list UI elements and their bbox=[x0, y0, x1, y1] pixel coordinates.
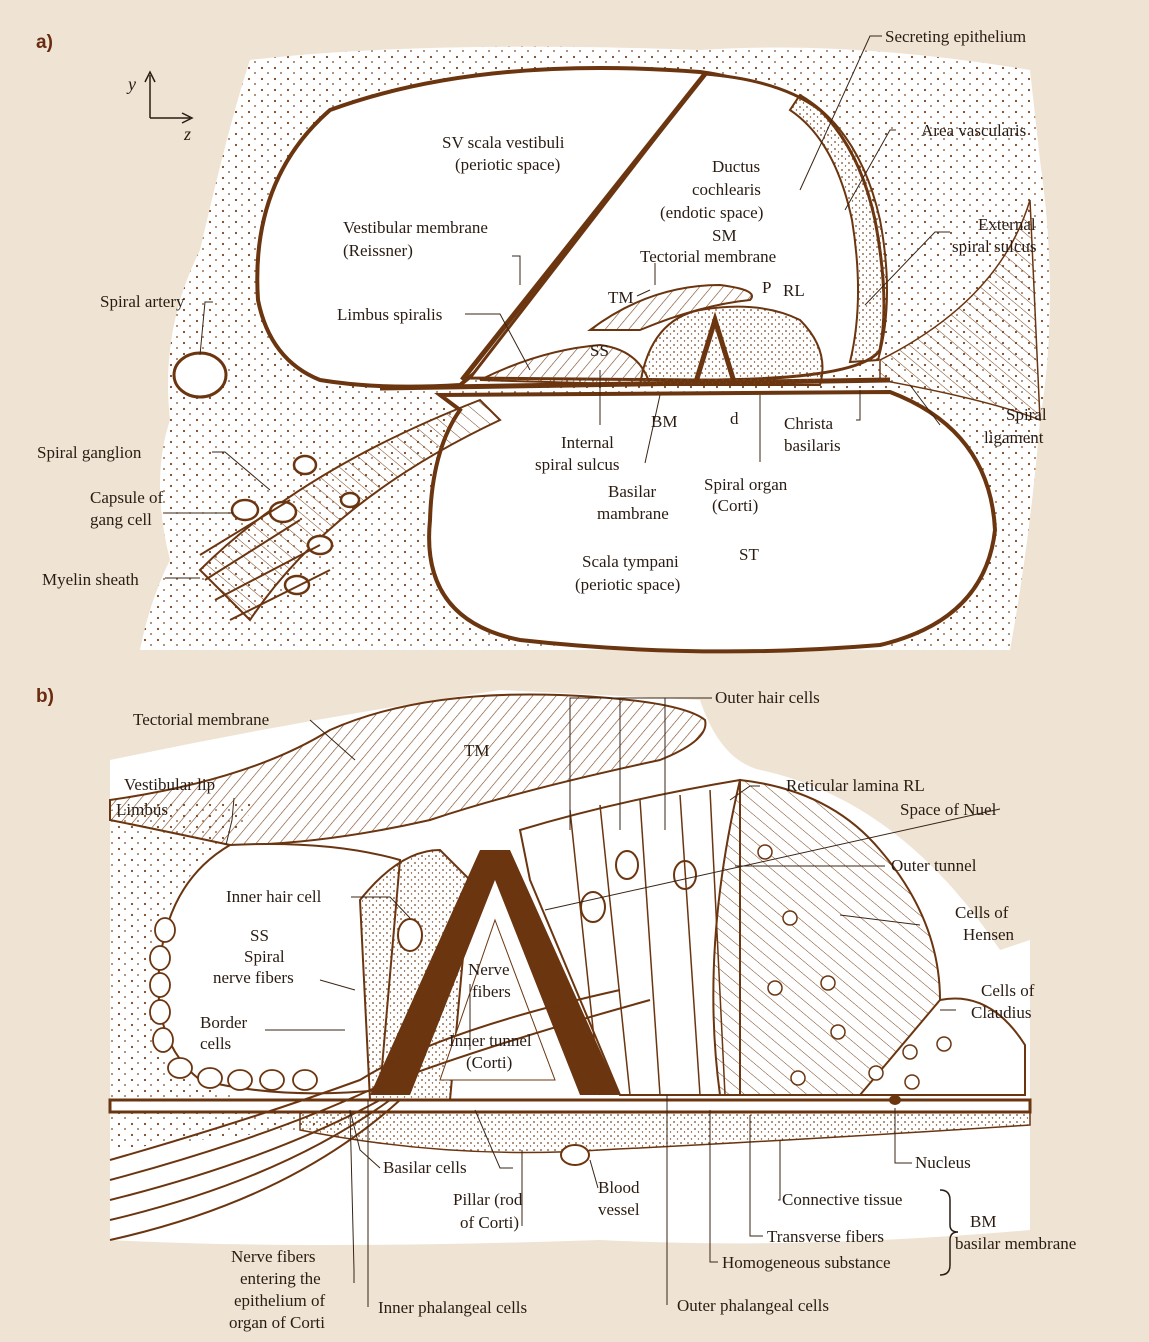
label-tectorial-membrane-a: Tectorial membrane bbox=[640, 247, 776, 266]
label-capsule-2: gang cell bbox=[90, 510, 152, 529]
label-ss-a: SS bbox=[590, 341, 609, 360]
label-spiral-ligament-1: Spiral bbox=[1006, 405, 1047, 424]
label-secreting-epithelium: Secreting epithelium bbox=[885, 27, 1026, 46]
label-sv-1: SV scala vestibuli bbox=[442, 133, 565, 152]
label-spiral-ligament-2: ligament bbox=[984, 428, 1044, 447]
label-bm-1: BM bbox=[970, 1212, 996, 1231]
label-scala-tympani-2: (periotic space) bbox=[575, 575, 680, 594]
label-scala-tympani-1: Scala tympani bbox=[582, 552, 679, 571]
label-organ-2: (Corti) bbox=[712, 496, 758, 515]
label-myelin-sheath: Myelin sheath bbox=[42, 570, 139, 589]
blood-vessel-shape bbox=[561, 1145, 589, 1165]
label-outer-tunnel: Outer tunnel bbox=[891, 856, 977, 875]
label-area-vascularis: Area vascularis bbox=[921, 121, 1026, 140]
label-p: P bbox=[762, 278, 771, 297]
label-st: ST bbox=[739, 545, 759, 564]
scala-tympani bbox=[429, 392, 995, 651]
panel-a: y z a) Secreting epithelium Area vascula… bbox=[6, 6, 1143, 656]
label-inner-phalangeal: Inner phalangeal cells bbox=[378, 1298, 527, 1317]
label-border-2: cells bbox=[200, 1034, 231, 1053]
label-entering-2: entering the bbox=[240, 1269, 321, 1288]
label-vestibular-1: Vestibular membrane bbox=[343, 218, 488, 237]
label-ss-2: Spiral bbox=[244, 947, 285, 966]
label-spiral-ganglion: Spiral ganglion bbox=[37, 443, 142, 462]
label-vestibular-2: (Reissner) bbox=[343, 241, 413, 260]
label-basilar-1: Basilar bbox=[608, 482, 656, 501]
label-internal-2: spiral sulcus bbox=[535, 455, 620, 474]
label-christa-1: Christa bbox=[784, 414, 834, 433]
label-nerve-fibers-1: Nerve bbox=[468, 960, 510, 979]
label-basilar-cells: Basilar cells bbox=[383, 1158, 467, 1177]
label-ductus-2: cochlearis bbox=[692, 180, 761, 199]
label-tm-a: TM bbox=[608, 288, 634, 307]
label-nucleus: Nucleus bbox=[915, 1153, 971, 1172]
label-limbus-spiralis: Limbus spiralis bbox=[337, 305, 442, 324]
inner-hair-cell bbox=[398, 919, 422, 951]
label-capsule-1: Capsule of bbox=[90, 488, 164, 507]
axis-y-label: y bbox=[126, 74, 136, 94]
label-border-1: Border bbox=[200, 1013, 248, 1032]
label-reticular-lamina: Reticular lamina RL bbox=[786, 776, 925, 795]
label-tm-b: TM bbox=[464, 741, 490, 760]
label-blood-1: Blood bbox=[598, 1178, 640, 1197]
label-ss-3: nerve fibers bbox=[213, 968, 294, 987]
label-outer-hair-cells: Outer hair cells bbox=[715, 688, 820, 707]
panel-a-tag: a) bbox=[36, 32, 53, 53]
label-inner-tunnel-1: Inner tunnel bbox=[449, 1031, 532, 1050]
label-sv-2: (periotic space) bbox=[455, 155, 560, 174]
nucleus-dot bbox=[889, 1095, 901, 1105]
label-pillar-1: Pillar (rod bbox=[453, 1190, 523, 1209]
label-ss-1: SS bbox=[250, 926, 269, 945]
label-ductus-3: (endotic space) bbox=[660, 203, 763, 222]
label-hensen-1: Cells of bbox=[955, 903, 1009, 922]
label-entering-4: organ of Corti bbox=[229, 1313, 325, 1332]
label-basilar-2: mambrane bbox=[597, 504, 669, 523]
label-ductus-1: Ductus bbox=[712, 157, 760, 176]
label-internal-1: Internal bbox=[561, 433, 614, 452]
label-bm-a: BM bbox=[651, 412, 677, 431]
label-christa-2: basilaris bbox=[784, 436, 841, 455]
label-bm-2: basilar membrane bbox=[955, 1234, 1076, 1253]
label-connective-tissue: Connective tissue bbox=[782, 1190, 902, 1209]
label-rl: RL bbox=[783, 281, 805, 300]
label-hensen-2: Hensen bbox=[963, 925, 1014, 944]
label-entering-1: Nerve fibers bbox=[231, 1247, 316, 1266]
label-nerve-fibers-2: fibers bbox=[472, 982, 511, 1001]
label-homogeneous-substance: Homogeneous substance bbox=[722, 1253, 891, 1272]
label-external-1: External bbox=[978, 215, 1036, 234]
label-inner-tunnel-2: (Corti) bbox=[466, 1053, 512, 1072]
label-sm: SM bbox=[712, 226, 737, 245]
label-spiral-artery: Spiral artery bbox=[100, 292, 185, 311]
label-external-2: spiral sulcus bbox=[952, 237, 1037, 256]
label-tectorial-membrane-b: Tectorial membrane bbox=[133, 710, 269, 729]
label-organ-1: Spiral organ bbox=[704, 475, 788, 494]
axis-z-label: z bbox=[183, 124, 191, 144]
label-space-of-nuel: Space of Nuel bbox=[900, 800, 997, 819]
label-claudius-1: Cells of bbox=[981, 981, 1035, 1000]
label-vestibular-lip: Vestibular lip bbox=[124, 775, 215, 794]
label-limbus: Limbus bbox=[116, 800, 168, 819]
label-d: d bbox=[730, 409, 739, 428]
label-outer-phalangeal: Outer phalangeal cells bbox=[677, 1296, 829, 1315]
label-transverse-fibers: Transverse fibers bbox=[767, 1227, 884, 1246]
label-pillar-2: of Corti) bbox=[460, 1213, 519, 1232]
panel-b: b) bbox=[6, 660, 1143, 1336]
label-entering-3: epithelium of bbox=[234, 1291, 325, 1310]
panel-b-tag: b) bbox=[36, 686, 54, 707]
label-claudius-2: Claudius bbox=[971, 1003, 1031, 1022]
label-inner-hair-cell: Inner hair cell bbox=[226, 887, 322, 906]
label-blood-2: vessel bbox=[598, 1200, 640, 1219]
spiral-artery-shape bbox=[174, 353, 226, 397]
